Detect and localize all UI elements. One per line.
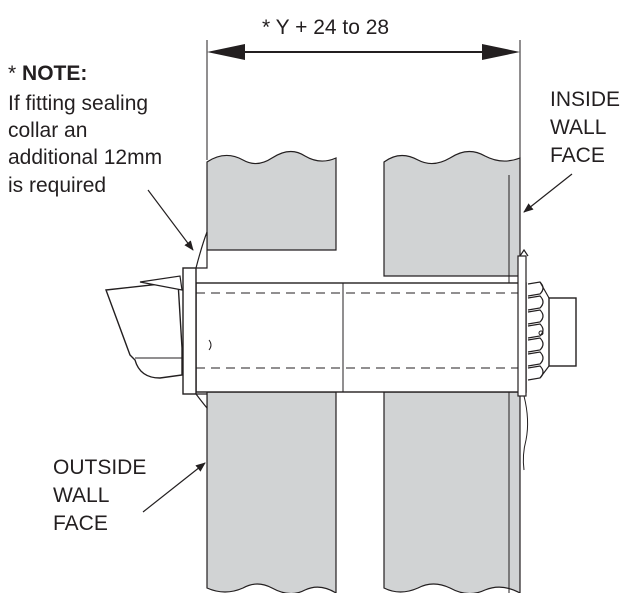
note-line-1: If fitting sealing [8,92,148,115]
inside-flange [517,255,527,397]
wall-outer-leaf-upper [206,150,337,251]
inside-label-line-3: FACE [550,144,605,167]
inside-label-line-1: INSIDE [550,88,620,111]
wall-inner-leaf-lower [383,391,521,593]
outside-label-line-2: WALL [53,484,109,507]
inside-end-cap [548,297,577,367]
dimension-text: * Y + 24 to 28 [262,16,389,39]
dimension-line [206,40,521,160]
inside-label-line-2: WALL [550,116,606,139]
note-line-2: collar an [8,119,87,142]
wall-outer-leaf-lower [206,391,337,593]
outside-flange [182,267,197,395]
outside-terminal [105,231,212,410]
note-line-4: is required [8,174,106,197]
outside-label-line-3: FACE [53,512,108,535]
inside-terminal [517,248,577,471]
note-line-3: additional 12mm [8,146,162,169]
inside-grille [527,281,550,381]
note-leader-arrow [147,189,194,251]
terminal-hood [105,281,183,379]
flue-tube [195,282,527,393]
outside-label-leader-arrow [142,462,206,513]
wall-inner-leaf-upper [383,150,521,277]
sealing-collar [195,231,208,269]
inside-label-leader-arrow [523,173,573,213]
note-heading: * NOTE: [8,62,87,85]
outside-label-line-1: OUTSIDE [53,456,146,479]
